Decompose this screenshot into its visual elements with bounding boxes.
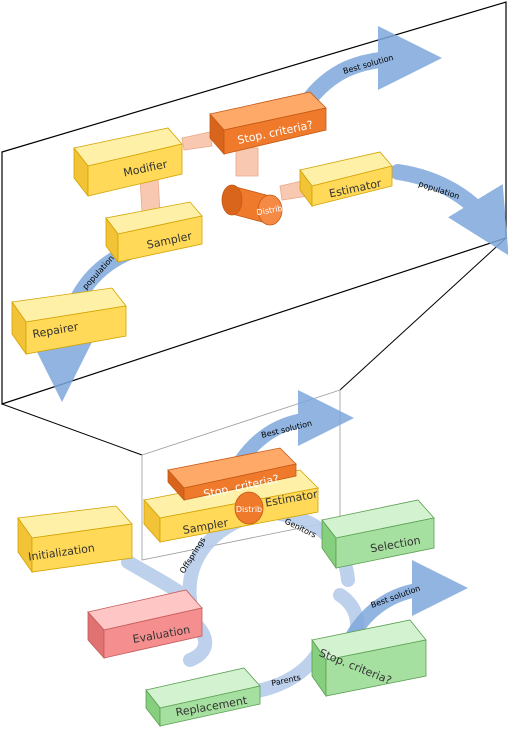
estimator-block: Estimator <box>299 151 393 208</box>
stop-criteria-green-block: Stop. criteria? <box>311 619 427 698</box>
selection-block: Selection <box>321 499 435 570</box>
repairer-block: Repairer <box>11 287 127 356</box>
best-solution-arrows-lower <box>233 390 468 647</box>
lower-distrib-cylinder: Distrib <box>234 491 264 525</box>
best-solution-arrow <box>297 26 442 113</box>
replacement-block: Replacement <box>145 667 261 728</box>
zoom-panel <box>1 1 507 456</box>
distrib-cylinder: Distrib <box>221 184 283 226</box>
lower-distrib-label: Distrib <box>236 505 262 514</box>
zoom-connectors <box>139 131 309 213</box>
stop-criteria-block: Stop. criteria? <box>209 91 327 156</box>
modifier-block: Modifier <box>73 127 183 198</box>
distrib-label: Distrib <box>256 204 283 217</box>
initialization-block: Initialization <box>17 505 133 574</box>
evaluation-block: Evaluation <box>87 589 203 660</box>
sampler-block: Sampler <box>105 201 203 264</box>
population-arrow-right <box>390 164 508 256</box>
